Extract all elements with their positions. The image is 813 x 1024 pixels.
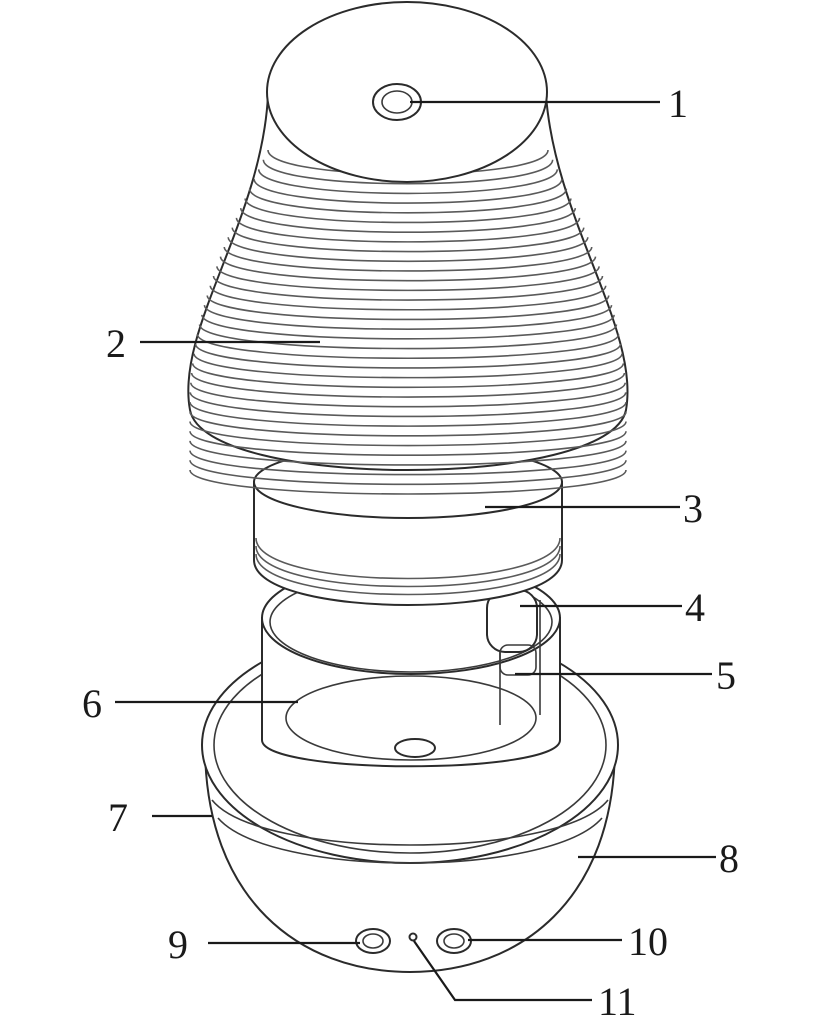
indicator-light <box>408 932 418 942</box>
front-controls <box>355 928 472 954</box>
callout-10: 10 <box>628 919 668 964</box>
shade-rib <box>262 159 554 185</box>
shade-rib <box>189 401 627 427</box>
shade-rib <box>253 178 563 204</box>
shade-rib <box>219 256 597 282</box>
shade-rib <box>189 450 627 476</box>
shade-rib <box>244 198 572 224</box>
callout-7: 7 <box>108 795 128 840</box>
callout-8: 8 <box>719 836 739 881</box>
shade-rib <box>193 353 623 379</box>
shade-rib <box>189 421 627 447</box>
shade-rib <box>231 227 585 253</box>
shade-rib <box>196 333 620 359</box>
shade-rib <box>190 372 626 398</box>
callout-9: 9 <box>168 922 188 967</box>
callout-2: 2 <box>106 321 126 366</box>
callout-4: 4 <box>685 585 705 630</box>
callout-3: 3 <box>683 486 703 531</box>
shade-rib <box>201 314 615 340</box>
leader-11 <box>413 940 592 1002</box>
shade-rib <box>209 285 607 311</box>
button-left <box>355 928 391 954</box>
callout-6: 6 <box>82 681 102 726</box>
button-right <box>436 928 472 954</box>
shade-rib <box>216 266 600 292</box>
shade-rib <box>235 217 581 243</box>
shade-rib <box>223 246 593 272</box>
shade-ribs <box>189 149 627 495</box>
shade-rib <box>189 382 627 408</box>
shade-rib <box>198 324 618 350</box>
shade-rib <box>191 363 625 389</box>
callout-numbers: 1 2 3 4 5 6 7 8 9 10 11 <box>82 81 739 1024</box>
shade-rib <box>189 469 627 495</box>
shade-rib <box>189 459 627 486</box>
shade-rib <box>189 440 627 466</box>
leader-lines <box>115 100 716 1002</box>
shade-rib <box>239 207 577 233</box>
shade-rib <box>189 411 627 437</box>
callout-11: 11 <box>598 979 637 1024</box>
shade-rib <box>189 392 627 418</box>
shade-rib <box>189 430 627 456</box>
shade-rib <box>212 275 604 301</box>
callout-1: 1 <box>668 81 688 126</box>
shade-rib <box>248 188 568 214</box>
shade-rib <box>206 295 610 321</box>
ribbed-shade <box>187 1 629 495</box>
shade-rib <box>257 169 559 195</box>
shade-rib <box>203 304 613 330</box>
shade-rib <box>227 236 589 263</box>
shade-rib <box>194 343 622 369</box>
callout-5: 5 <box>716 653 736 698</box>
